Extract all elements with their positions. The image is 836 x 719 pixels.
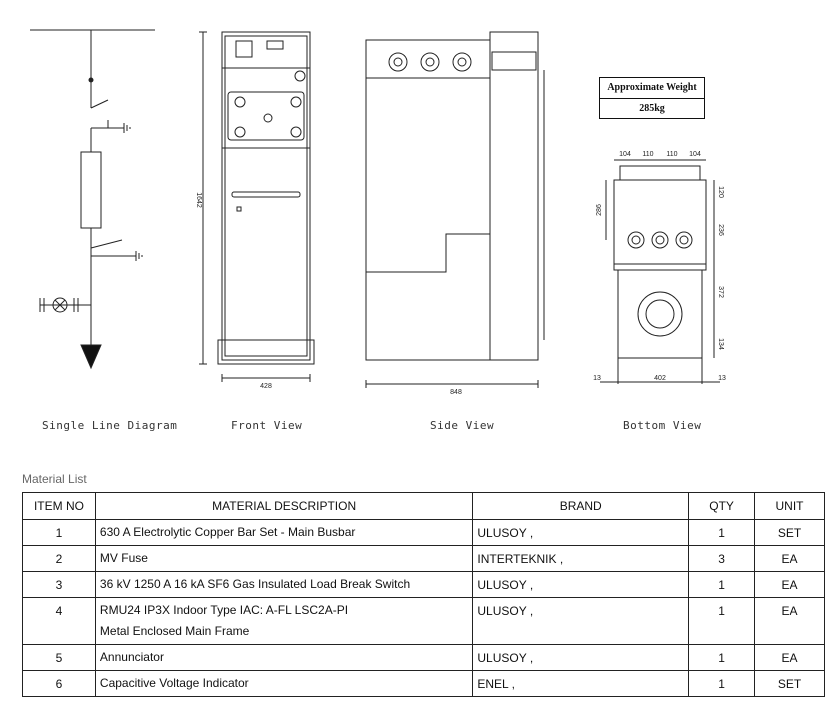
material-list-title: Material List bbox=[22, 472, 87, 486]
description-line: 36 kV 1250 A 16 kA SF6 Gas Insulated Loa… bbox=[99, 577, 411, 591]
bottom-right-dim-4: 134 bbox=[717, 338, 724, 350]
bottom-top-dim-2: 110 bbox=[642, 151, 653, 158]
bottom-top-dim-4: 104 bbox=[689, 151, 701, 158]
technical-drawing: 1642 428 848 1 bbox=[30, 29, 726, 396]
description-cell: Capacitive Voltage Indicator bbox=[94, 670, 474, 697]
description-cell: 36 kV 1250 A 16 kA SF6 Gas Insulated Loa… bbox=[94, 571, 474, 598]
bottom-top-dim-3: 110 bbox=[666, 151, 677, 158]
item-no-cell: 5 bbox=[22, 644, 96, 671]
unit-cell: EA bbox=[754, 571, 825, 598]
brand-cell: ENEL , bbox=[472, 670, 690, 697]
item-no-cell: 3 bbox=[22, 571, 96, 598]
qty-cell: 1 bbox=[688, 519, 756, 546]
bottom-view bbox=[600, 159, 720, 384]
qty-cell: 1 bbox=[688, 571, 756, 598]
qty-cell: 1 bbox=[688, 597, 756, 645]
weight-label: Approximate Weight bbox=[600, 78, 704, 99]
side-view bbox=[365, 31, 545, 388]
front-view-label: Front View bbox=[231, 419, 303, 432]
description-cell: RMU24 IP3X Indoor Type IAC: A-FL LSC2A-P… bbox=[94, 597, 474, 645]
bottom-right-dim-2: 236 bbox=[717, 224, 724, 236]
side-width-dim: 848 bbox=[450, 389, 462, 396]
item-no-cell: 6 bbox=[22, 670, 96, 697]
front-height-dim: 1642 bbox=[195, 192, 202, 208]
header-qty: QTY bbox=[688, 492, 756, 520]
header-item: ITEM NO bbox=[22, 492, 96, 520]
description-line: Metal Enclosed Main Frame bbox=[99, 624, 250, 638]
table-header-row: ITEM NO MATERIAL DESCRIPTION BRAND QTY U… bbox=[22, 492, 825, 520]
brand-cell: ULUSOY , bbox=[472, 571, 690, 598]
bottom-top-dim-1: 104 bbox=[619, 151, 631, 158]
description-line: Annunciator bbox=[99, 650, 164, 664]
weight-box: Approximate Weight 285kg bbox=[599, 77, 705, 119]
brand-cell: ULUSOY , bbox=[472, 597, 690, 645]
bottom-width-dim: 402 bbox=[654, 375, 666, 382]
brand-cell: INTERTEKNIK , bbox=[472, 545, 690, 572]
side-view-label: Side View bbox=[430, 419, 495, 432]
description-line: MV Fuse bbox=[99, 551, 148, 565]
bottom-right-dim-3: 372 bbox=[717, 286, 724, 298]
header-brand: BRAND bbox=[472, 492, 690, 520]
description-cell: MV Fuse bbox=[94, 545, 474, 572]
bottom-margin-left-dim: 13 bbox=[593, 375, 601, 382]
brand-cell: ULUSOY , bbox=[472, 644, 690, 671]
header-unit: UNIT bbox=[754, 492, 825, 520]
item-no-cell: 4 bbox=[22, 597, 96, 645]
unit-cell: EA bbox=[754, 597, 825, 645]
description-cell: 630 A Electrolytic Copper Bar Set - Main… bbox=[94, 519, 474, 546]
material-list-table: ITEM NO MATERIAL DESCRIPTION BRAND QTY U… bbox=[22, 492, 825, 697]
bottom-right-dim-1: 120 bbox=[717, 186, 724, 198]
description-line: Capacitive Voltage Indicator bbox=[99, 676, 249, 690]
single-line-label: Single Line Diagram bbox=[42, 419, 178, 432]
unit-cell: EA bbox=[754, 545, 825, 572]
front-view bbox=[199, 31, 315, 382]
brand-cell: ULUSOY , bbox=[472, 519, 690, 546]
description-cell: Annunciator bbox=[94, 644, 474, 671]
item-no-cell: 2 bbox=[22, 545, 96, 572]
unit-cell: EA bbox=[754, 644, 825, 671]
single-line-diagram bbox=[30, 29, 155, 370]
unit-cell: SET bbox=[754, 519, 825, 546]
qty-cell: 1 bbox=[688, 644, 756, 671]
front-width-dim: 428 bbox=[260, 383, 272, 390]
qty-cell: 1 bbox=[688, 670, 756, 697]
unit-cell: SET bbox=[754, 670, 825, 697]
description-line: 630 A Electrolytic Copper Bar Set - Main… bbox=[99, 525, 356, 539]
weight-value: 285kg bbox=[639, 103, 665, 114]
description-line: RMU24 IP3X Indoor Type IAC: A-FL LSC2A-P… bbox=[99, 603, 349, 617]
qty-cell: 3 bbox=[688, 545, 756, 572]
bottom-view-label: Bottom View bbox=[623, 419, 702, 432]
header-desc: MATERIAL DESCRIPTION bbox=[94, 492, 474, 520]
bottom-margin-right-dim: 13 bbox=[718, 375, 726, 382]
bottom-left-dim: 286 bbox=[596, 204, 603, 216]
item-no-cell: 1 bbox=[22, 519, 96, 546]
